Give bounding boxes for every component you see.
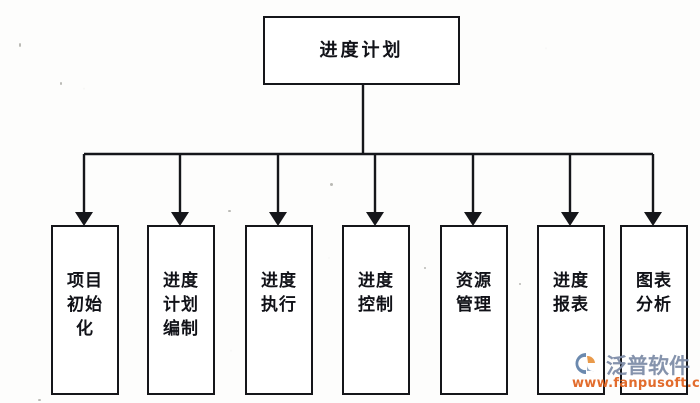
- scan-speck: [519, 283, 521, 285]
- arrowhead-5: [464, 212, 482, 226]
- arrowhead-2: [171, 212, 189, 226]
- scan-speck: [228, 210, 231, 212]
- arrowhead-7: [644, 212, 662, 226]
- node-schedule-control[interactable]: 进度 控制: [342, 225, 410, 395]
- node-label-project-initialization: 项目 初始 化: [67, 271, 103, 340]
- scan-speck: [60, 82, 62, 85]
- scan-speck: [19, 43, 21, 47]
- scan-speck: [424, 267, 426, 269]
- node-schedule-plan-preparation[interactable]: 进度 计划 编制: [147, 225, 215, 395]
- node-label-schedule-execution: 进度 执行: [261, 271, 297, 316]
- node-label-schedule-control: 进度 控制: [358, 271, 394, 316]
- root-node-label: 进度计划: [319, 39, 404, 61]
- node-label-resource-management: 资源 管理: [456, 271, 492, 316]
- root-node-schedule-plan[interactable]: 进度计划: [263, 16, 460, 85]
- scan-speck: [38, 399, 41, 401]
- node-resource-management[interactable]: 资源 管理: [440, 225, 508, 395]
- arrowhead-3: [269, 212, 287, 226]
- node-chart-analysis[interactable]: 图表 分析: [620, 225, 688, 395]
- scan-speck: [330, 183, 333, 186]
- node-label-schedule-plan-preparation: 进度 计划 编制: [163, 271, 199, 340]
- arrowhead-1: [75, 212, 93, 226]
- node-label-chart-analysis: 图表 分析: [636, 271, 672, 316]
- arrowhead-6: [561, 212, 579, 226]
- arrowhead-4: [366, 212, 384, 226]
- node-schedule-execution[interactable]: 进度 执行: [245, 225, 313, 395]
- node-label-schedule-report: 进度 报表: [553, 271, 589, 316]
- node-project-initialization[interactable]: 项目 初始 化: [51, 225, 119, 395]
- node-schedule-report[interactable]: 进度 报表: [537, 225, 605, 395]
